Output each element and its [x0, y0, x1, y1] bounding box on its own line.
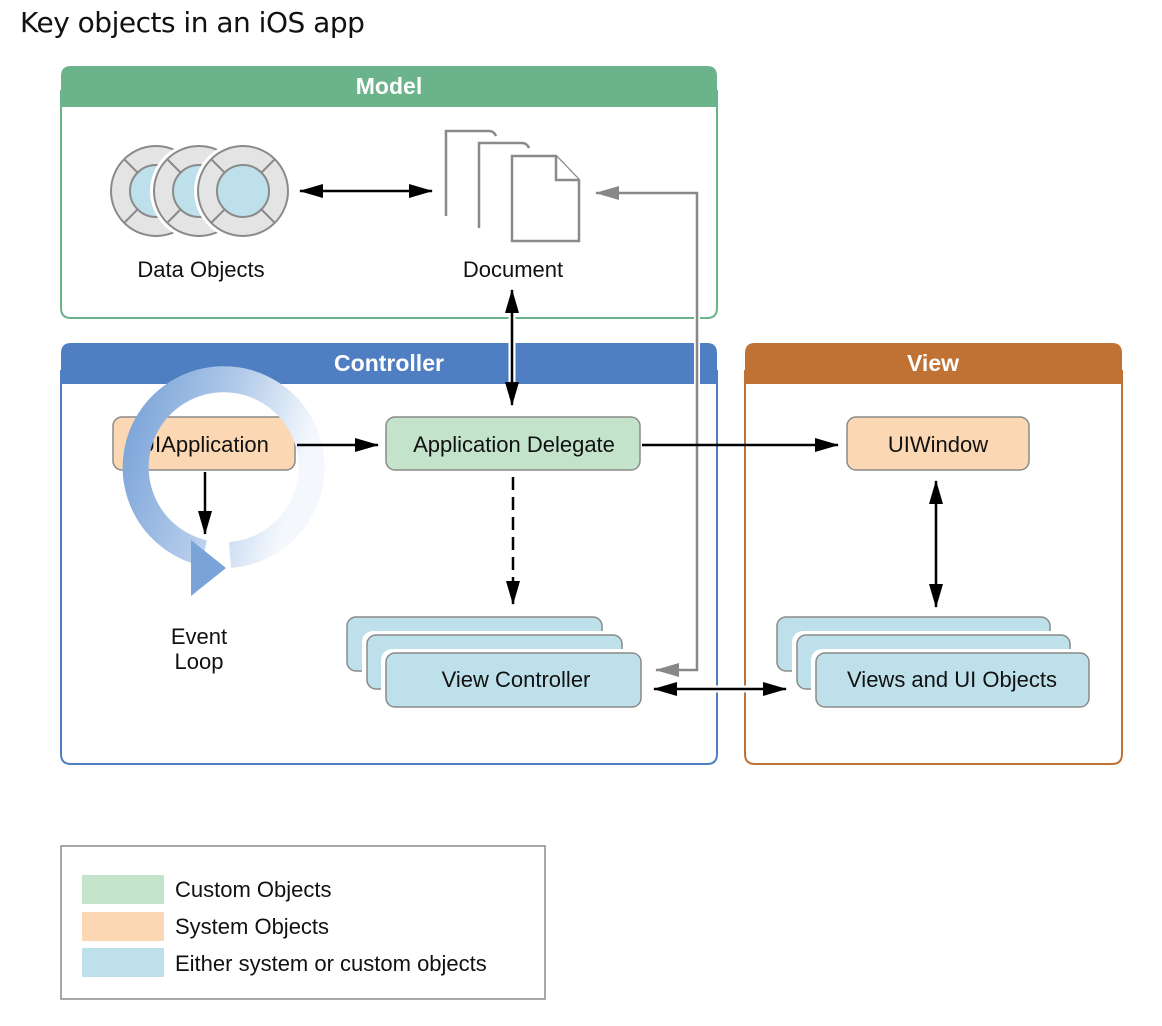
- view-group-title: View: [907, 350, 959, 376]
- view-controller-stack-front: [385, 652, 642, 708]
- legend-item-custom: Custom Objects: [82, 875, 332, 904]
- event-loop-label-line2: Loop: [175, 649, 224, 674]
- legend-label-either: Either system or custom objects: [175, 951, 487, 976]
- view-controller-label: View Controller: [442, 667, 591, 692]
- document-icon: [444, 129, 581, 243]
- legend-label-system: System Objects: [175, 914, 329, 939]
- application-delegate-label: Application Delegate: [413, 432, 615, 457]
- document-page: [510, 154, 581, 243]
- model-group-header: [61, 66, 717, 107]
- event-loop-arrowhead: [191, 540, 226, 596]
- data-objects-label: Data Objects: [137, 257, 264, 282]
- views-and-ui-objects-label: Views and UI Objects: [847, 667, 1057, 692]
- ui-application-label: UIApplication: [139, 432, 269, 457]
- data-objects-icon: [110, 142, 292, 240]
- model-group-title: Model: [356, 73, 422, 99]
- application-delegate-node[interactable]: Application Delegate: [385, 416, 641, 471]
- data-object-disc: [197, 145, 289, 237]
- view-controller-node[interactable]: View Controller: [346, 616, 646, 712]
- ui-window-label: UIWindow: [888, 432, 988, 457]
- legend-swatch-either: [82, 948, 164, 977]
- ui-window-node[interactable]: UIWindow: [846, 416, 1030, 471]
- legend: Custom Objects System Objects Either sys…: [60, 845, 546, 1000]
- event-loop-label-line1: Event: [171, 624, 227, 649]
- legend-swatch-system: [82, 912, 164, 941]
- event-loop-ring: [122, 366, 325, 568]
- views-and-ui-objects-node[interactable]: Views and UI Objects: [776, 616, 1094, 712]
- diagram-title: Key objects in an iOS app: [20, 6, 365, 39]
- event-loop-icon[interactable]: Event Loop: [122, 366, 325, 674]
- view-group-header: [745, 343, 1122, 384]
- controller-group-title: Controller: [334, 350, 444, 376]
- legend-swatch-custom: [82, 875, 164, 904]
- legend-label-custom: Custom Objects: [175, 877, 332, 902]
- views-stack-front: [815, 652, 1090, 708]
- document-label: Document: [463, 257, 563, 282]
- legend-item-either: Either system or custom objects: [82, 948, 487, 977]
- legend-item-system: System Objects: [82, 912, 329, 941]
- edge-view-controller-to-document: [595, 186, 700, 677]
- ui-application-node[interactable]: UIApplication: [112, 416, 296, 471]
